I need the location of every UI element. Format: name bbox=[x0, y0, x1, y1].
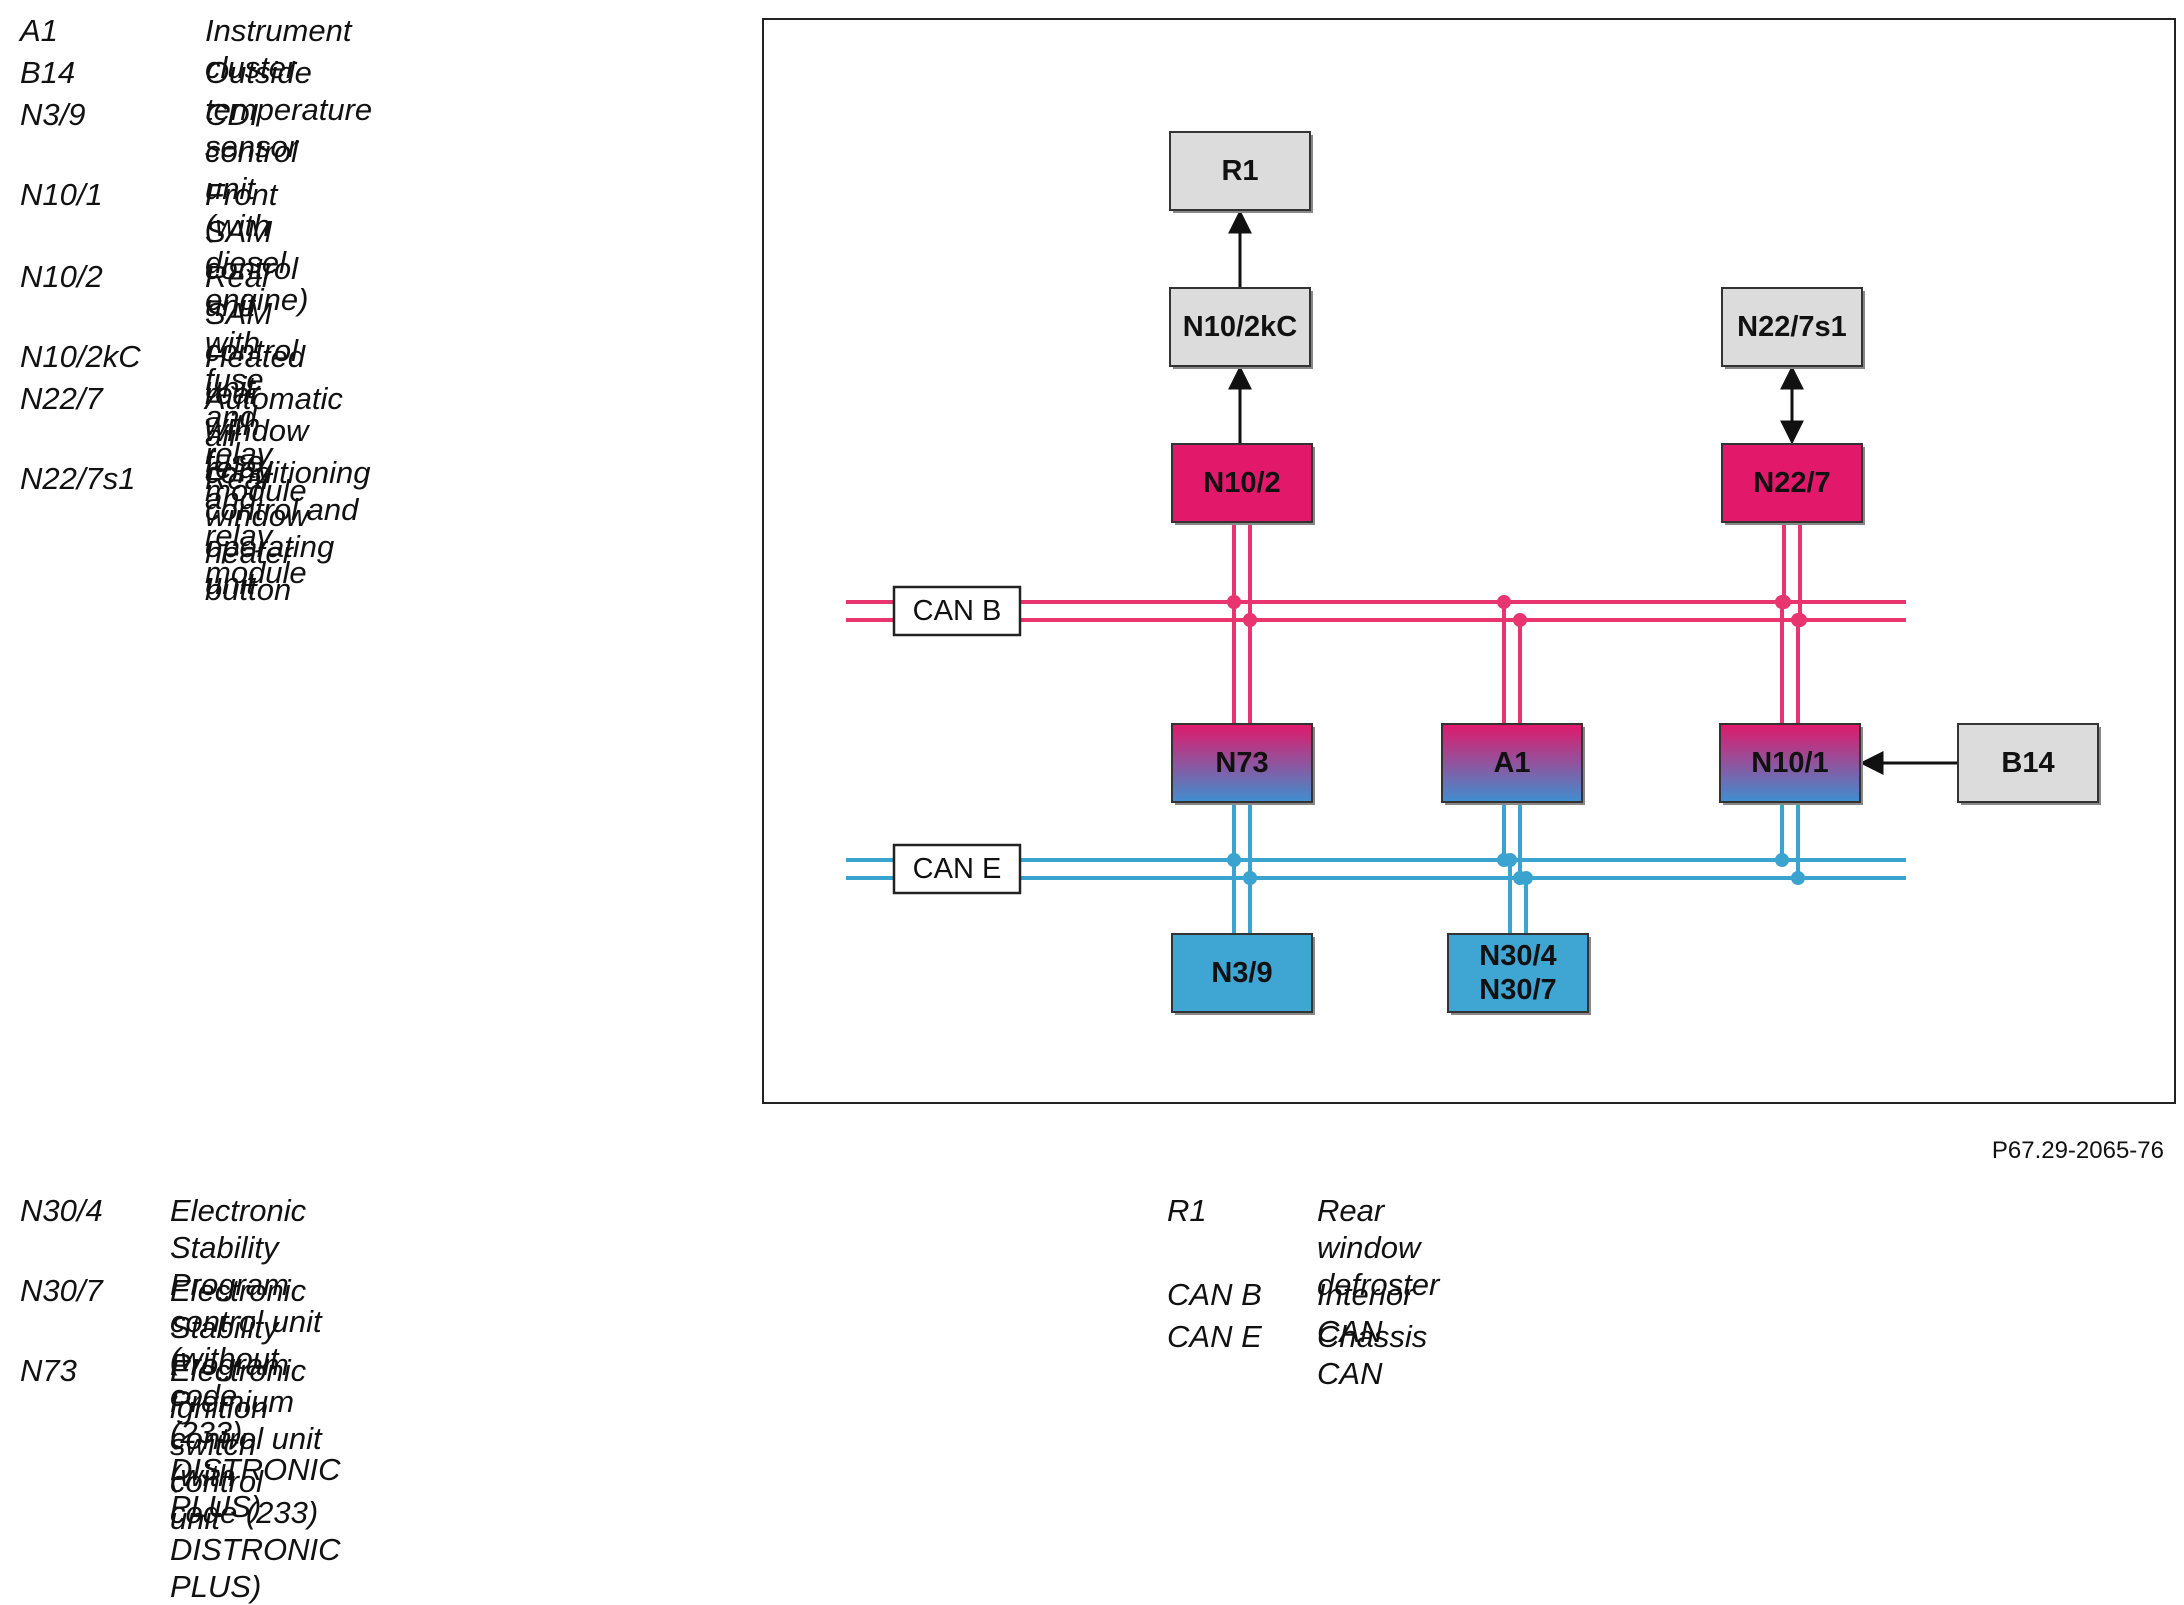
node-n73: N73 bbox=[1171, 723, 1315, 805]
node-box bbox=[1719, 723, 1861, 803]
node-label: R1 bbox=[1221, 155, 1258, 187]
legend-code: N10/1 bbox=[20, 177, 103, 212]
legend-code: N22/7 bbox=[20, 381, 103, 416]
junction-dot bbox=[1791, 613, 1805, 627]
node-r1: R1 bbox=[1169, 131, 1313, 213]
can-b-label: CAN B bbox=[913, 595, 1002, 627]
legend-description: Automatic air conditioning control and o… bbox=[205, 381, 371, 601]
legend-description: Rear window heater button bbox=[205, 461, 309, 607]
can-e-label-box: CAN E bbox=[892, 843, 1022, 895]
legend-description: Electronic ignition switch control unit bbox=[170, 1353, 307, 1536]
node-box bbox=[1721, 287, 1863, 367]
can-b-label-frame bbox=[892, 585, 1022, 637]
legend-code: N30/7 bbox=[20, 1273, 103, 1308]
signal-arrows bbox=[1228, 209, 1958, 775]
legend-description: Instrument cluster bbox=[205, 13, 352, 85]
node-n10-2kc: N10/2kC bbox=[1169, 287, 1313, 369]
can-e-label: CAN E bbox=[913, 853, 1002, 885]
legend-description: Rear SAM control unit with fuse and rela… bbox=[205, 259, 307, 590]
node-n22-7: N22/7 bbox=[1721, 443, 1865, 525]
node-n10-2: N10/2 bbox=[1171, 443, 1315, 525]
node-a1: A1 bbox=[1441, 723, 1585, 805]
node-box bbox=[1957, 723, 2099, 803]
junction-dot bbox=[1243, 871, 1257, 885]
junction-dot bbox=[1243, 613, 1257, 627]
node-box bbox=[1171, 443, 1313, 523]
junction-dot bbox=[1775, 853, 1789, 867]
junction-dot bbox=[1519, 871, 1533, 885]
legend-code: A1 bbox=[20, 13, 58, 48]
node-box bbox=[1721, 443, 1863, 523]
node-box bbox=[1441, 723, 1583, 803]
diagram-frame bbox=[762, 18, 2176, 1104]
node-label: N22/7s1 bbox=[1737, 311, 1847, 343]
node-box bbox=[1171, 723, 1313, 803]
legend-code: N73 bbox=[20, 1353, 77, 1388]
legend-code: N30/4 bbox=[20, 1193, 103, 1228]
bus-lines bbox=[846, 600, 1906, 880]
node-label: N73 bbox=[1215, 747, 1268, 779]
legend-code: N3/9 bbox=[20, 97, 86, 132]
junction-dot bbox=[1227, 595, 1241, 609]
node-label-2: N30/7 bbox=[1479, 974, 1556, 1006]
node-label: N30/4 bbox=[1479, 940, 1556, 972]
bus-labels: CAN B CAN E bbox=[892, 585, 1022, 895]
node-n10-1: N10/1 bbox=[1719, 723, 1863, 805]
node-b14: B14 bbox=[1957, 723, 2101, 805]
legend-description: Outside temperature sensor bbox=[205, 55, 373, 164]
can-b-label-box: CAN B bbox=[892, 585, 1022, 637]
node-box bbox=[1447, 933, 1589, 1013]
node-label: B14 bbox=[2001, 747, 2054, 779]
legend-description: CDI control unit (with diesel engine) bbox=[205, 97, 309, 317]
junction-dot bbox=[1497, 595, 1511, 609]
drop-lines bbox=[1232, 522, 1802, 934]
junction-dot bbox=[1775, 595, 1789, 609]
node-label: N10/2kC bbox=[1183, 311, 1298, 343]
legend-description: Heated rear window relay bbox=[205, 339, 309, 485]
node-label: N22/7 bbox=[1753, 467, 1830, 499]
legend-code: CAN B bbox=[1167, 1277, 1262, 1312]
node-label: N10/1 bbox=[1751, 747, 1828, 779]
legend-description: Interior CAN bbox=[1317, 1277, 1414, 1349]
junction-dot bbox=[1791, 871, 1805, 885]
can-e-label-frame bbox=[892, 843, 1022, 895]
legend-description: Rear window defroster bbox=[1317, 1193, 1440, 1302]
legend-code: N10/2kC bbox=[20, 339, 141, 374]
node-box bbox=[1169, 287, 1311, 367]
legend-code: R1 bbox=[1167, 1193, 1207, 1228]
node-box bbox=[1169, 131, 1311, 211]
node-box bbox=[1171, 933, 1313, 1013]
legend-code: B14 bbox=[20, 55, 76, 90]
legend-code: N10/2 bbox=[20, 259, 103, 294]
legend-code: N22/7s1 bbox=[20, 461, 136, 496]
legend-description: Chassis CAN bbox=[1317, 1319, 1428, 1391]
junction-dot bbox=[1227, 853, 1241, 867]
legend-code: CAN E bbox=[1167, 1319, 1262, 1354]
node-label: A1 bbox=[1493, 747, 1530, 779]
legend-description: Front SAM control unit with fuse and rel… bbox=[205, 177, 307, 508]
junction-dots bbox=[1227, 595, 1807, 885]
figure-reference: P67.29-2065-76 bbox=[1991, 1137, 2164, 1164]
node-label: N10/2 bbox=[1203, 467, 1280, 499]
node-label: N3/9 bbox=[1211, 957, 1272, 989]
junction-dot bbox=[1503, 853, 1517, 867]
node-n22-7s1: N22/7s1 bbox=[1721, 287, 1865, 369]
node-n3-9: N3/9 bbox=[1171, 933, 1315, 1015]
junction-dot bbox=[1513, 613, 1527, 627]
